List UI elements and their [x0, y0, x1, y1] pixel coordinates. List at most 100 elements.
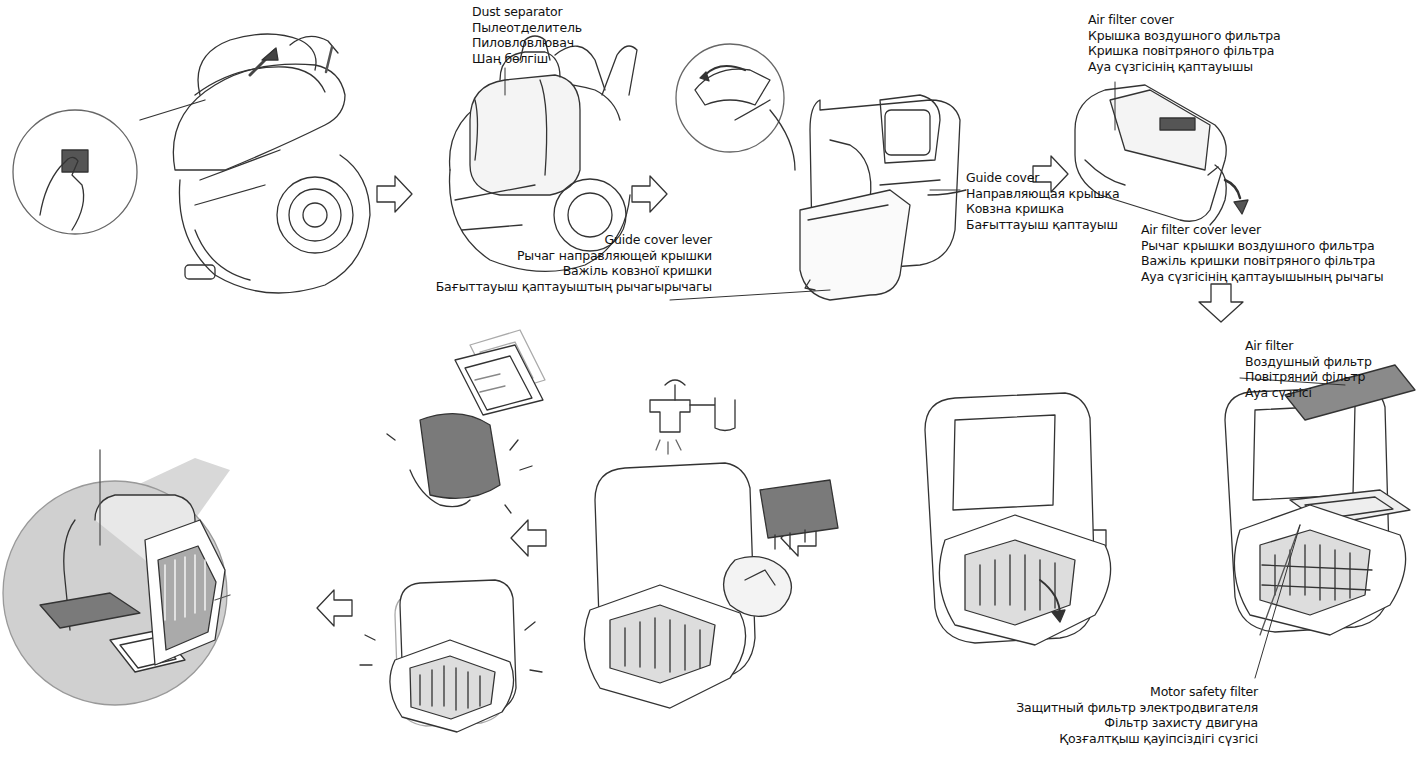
step-arrow [632, 176, 667, 212]
step-wash-part [724, 557, 792, 617]
step-filters-part-part [1262, 565, 1372, 590]
step-reassemble-part [165, 555, 205, 620]
step-wash-part [656, 440, 681, 454]
part-label: Крышка воздушного фильтра [1088, 28, 1281, 43]
step-open-guide-cover-part [880, 180, 940, 185]
step-remove-filters-part [939, 515, 1110, 645]
step-dry-part [420, 666, 480, 710]
step-open-guide-cover-part [700, 72, 709, 81]
step-open-filter-cover-part [1208, 167, 1218, 175]
step-wash-part [610, 605, 715, 683]
part-label: Воздушный фильтр [1245, 354, 1372, 369]
step-open-lid-part [185, 265, 215, 279]
step-remove-separator-part [462, 225, 522, 230]
step-open-guide-cover-part [800, 190, 910, 300]
step-reassemble [3, 450, 230, 705]
step-arrow [1199, 284, 1243, 322]
step-open-lid-part [179, 155, 370, 293]
step-dry-part [420, 414, 500, 499]
step-wash-part [584, 585, 745, 708]
step-open-guide-cover-part [676, 44, 784, 152]
step-open-filter-cover-part [1225, 180, 1240, 198]
step-remove-separator-part [455, 185, 535, 200]
step-open-lid-part [289, 189, 341, 241]
step-open-lid-part [198, 34, 316, 95]
step-remove-filters-part [1040, 580, 1060, 615]
part-label: Направляющая крышка [966, 186, 1119, 201]
step-open-lid-part [326, 47, 332, 72]
step-wash-part-part [625, 618, 700, 672]
step-dry-part [410, 656, 495, 719]
leader-line-part [930, 190, 960, 191]
step-dry-part [395, 330, 545, 726]
step-reassemble-part [215, 595, 230, 600]
step-wash-part [650, 400, 690, 432]
step-reassemble-part [99, 450, 100, 545]
step-remove-filters-part [953, 415, 1055, 510]
part-label: Рычаг направляющей крышки [517, 248, 712, 263]
step-open-guide-cover-part [830, 140, 871, 200]
step-reassemble-part [3, 481, 227, 705]
step-wash-part [760, 480, 838, 538]
step-wash-part [775, 530, 805, 549]
part-label: Важіль кришки повітряного фільтра [1141, 253, 1375, 268]
step-open-filter-cover-part [1234, 200, 1248, 214]
step-reassemble-part [40, 593, 140, 628]
part-label: Air filter cover lever [1141, 222, 1261, 237]
part-label: Ауа сүзгісінің қаптауышының рычагы [1141, 269, 1383, 284]
step-dry-part [455, 345, 543, 415]
part-label: Бағыттауыш қаптауыштың рычагырычагы [436, 279, 712, 294]
step-open-lid-part [195, 67, 325, 95]
step-filters-part [1260, 525, 1300, 635]
step-open-guide-cover-part [885, 110, 930, 155]
part-label: Пылеотделитель [472, 20, 582, 35]
step-open-guide-cover-part [928, 190, 966, 195]
part-label: Ковзна кришка [966, 201, 1064, 216]
part-label: Motor safety filter [1150, 684, 1258, 699]
step-remove-filters-part [965, 540, 1075, 625]
part-label: Защитный фильтр электродвигателя [1016, 700, 1258, 715]
part-label: Шаң бөлгіш [472, 51, 548, 66]
step-wash [584, 380, 838, 708]
step-open-lid-part [195, 230, 250, 280]
step-open-filter-cover-part [1210, 165, 1226, 225]
part-label: Guide cover lever [605, 232, 712, 247]
leader-line-part [505, 68, 506, 95]
step-dry-part [465, 356, 532, 410]
step-wash-part [665, 380, 685, 400]
part-label: Рычаг крышки воздушного фильтра [1141, 238, 1374, 253]
step-remove-filters-part [1052, 610, 1065, 622]
step-dry-part [360, 622, 542, 672]
step-filters [1225, 365, 1415, 635]
step-open-lid-part [303, 203, 327, 227]
step-remove-separator-part [555, 46, 605, 90]
step-dry-part [475, 374, 505, 392]
part-label: Air filter [1245, 338, 1293, 353]
step-open-filter-cover-part [1075, 85, 1226, 221]
step-open-guide-cover-part [770, 110, 795, 170]
step-remove-separator-part [568, 193, 612, 237]
step-open-guide-cover [676, 44, 966, 300]
step-open-lid-part [13, 110, 137, 234]
step-wash-part-part [610, 605, 715, 683]
step-open-guide-cover-part [735, 100, 770, 120]
step-dry-part [387, 434, 532, 513]
step-arrow [317, 590, 352, 626]
part-label: Ауа сүзгісі [1245, 385, 1312, 400]
step-open-lid-part [173, 64, 345, 170]
part-label: Ауа сүзгісінің қаптауышы [1088, 59, 1253, 74]
step-remove-filters [925, 393, 1111, 645]
part-label: Кришка повітряного фільтра [1088, 43, 1274, 58]
step-arrow [377, 176, 412, 212]
step-remove-separator-part [470, 75, 580, 195]
step-remove-filters-part-part [965, 540, 1075, 625]
step-open-guide-cover-part [805, 280, 815, 290]
step-open-lid-part [40, 157, 84, 230]
part-label: Повітряний фільтр [1245, 369, 1365, 384]
step-dry-part [410, 470, 470, 507]
part-label: Air filter cover [1088, 12, 1174, 27]
step-open-lid-part [277, 177, 353, 253]
step-remove-separator-part [475, 100, 478, 160]
